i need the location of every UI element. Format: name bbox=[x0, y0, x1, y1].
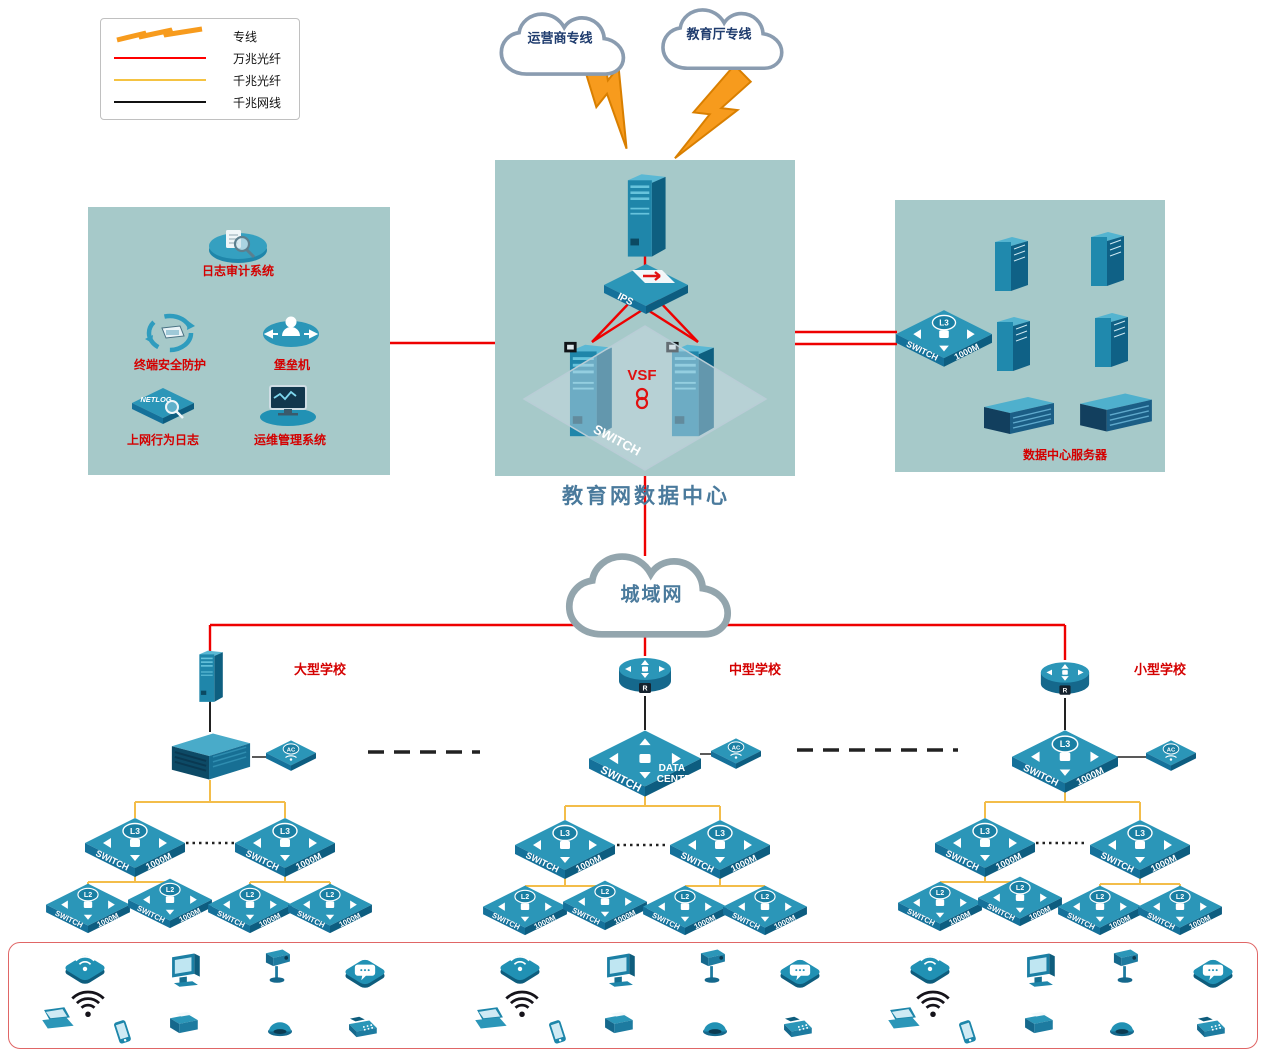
chat-icon bbox=[1185, 948, 1241, 996]
dome-camera-icon bbox=[268, 1022, 292, 1037]
ops-mgmt-label: 运维管理系统 bbox=[253, 433, 327, 447]
ptz-camera-icon bbox=[1113, 949, 1138, 983]
ips-device: IPS bbox=[604, 264, 688, 314]
yellow-line-sample bbox=[114, 79, 206, 81]
l3-switch bbox=[515, 818, 615, 880]
l2-switch bbox=[898, 880, 982, 932]
core-switch-data-center: SWITCH DATA CENTER bbox=[589, 730, 701, 797]
bastion-host-icon bbox=[262, 315, 320, 348]
fax-phone-icon bbox=[784, 1016, 812, 1038]
l3-switch bbox=[85, 816, 185, 878]
netlog-icon: NETLOG bbox=[132, 388, 194, 424]
data-center-label-2: CENTER bbox=[657, 774, 699, 785]
l2-switch bbox=[1058, 884, 1142, 936]
bastion-host-label: 堡垒机 bbox=[273, 358, 311, 372]
netlog-label: 上网行为日志 bbox=[126, 433, 200, 447]
black-line-sample bbox=[114, 101, 206, 103]
legend-label: 千兆光纤 bbox=[233, 73, 282, 88]
chat-icon bbox=[772, 948, 828, 996]
legend: 专线 万兆光纤 千兆光纤 千兆网线 bbox=[100, 18, 300, 120]
smartphone-icon bbox=[113, 1019, 132, 1045]
core-l3-switch bbox=[1012, 728, 1118, 794]
printer-icon bbox=[605, 1011, 633, 1034]
chat-icon bbox=[337, 948, 393, 996]
ops-mgmt-icon bbox=[259, 385, 317, 427]
data-center-label-1: DATA bbox=[659, 763, 686, 774]
l2-switch bbox=[1138, 884, 1222, 936]
l3-switch bbox=[670, 818, 770, 880]
medium-school-label: 中型学校 bbox=[728, 662, 782, 677]
terminal-security-icon bbox=[142, 310, 198, 356]
l2-switch bbox=[723, 884, 807, 936]
school-edge-server bbox=[199, 650, 223, 702]
carrier-cloud-label: 运营商专线 bbox=[527, 30, 593, 46]
desktop-icon bbox=[172, 953, 200, 987]
firewall-device bbox=[627, 174, 666, 257]
server-farm-label: 数据中心服务器 bbox=[1022, 448, 1108, 462]
core-chassis-switch bbox=[170, 732, 252, 781]
ptz-camera-icon bbox=[700, 949, 725, 983]
fax-phone-icon bbox=[1197, 1016, 1225, 1038]
dome-camera-icon bbox=[1110, 1022, 1134, 1037]
server-icon bbox=[994, 236, 1029, 292]
lightning-bolt-icon bbox=[671, 57, 756, 175]
ac-controller bbox=[265, 739, 317, 772]
smartphone-icon bbox=[958, 1019, 977, 1045]
l3-switch bbox=[1090, 818, 1190, 880]
l2-switch bbox=[643, 884, 727, 936]
l2-switch bbox=[46, 882, 130, 934]
vsf-fabric: VSF SWITCH bbox=[522, 325, 768, 471]
l2-switch bbox=[208, 882, 292, 934]
server-icon bbox=[1090, 231, 1125, 287]
printer-icon bbox=[1025, 1011, 1053, 1034]
legend-row-10g-fiber: 万兆光纤 bbox=[101, 47, 299, 69]
school-router bbox=[1040, 662, 1090, 695]
server-icon bbox=[996, 316, 1031, 372]
vsf-link-icon bbox=[635, 387, 649, 410]
l2-switch bbox=[978, 875, 1062, 927]
server-icon bbox=[1094, 312, 1129, 368]
legend-label: 千兆网线 bbox=[233, 95, 282, 110]
l2-switch bbox=[288, 882, 372, 934]
education-cloud-label: 教育厅专线 bbox=[686, 26, 752, 42]
legend-row-1g-fiber: 千兆光纤 bbox=[101, 69, 299, 91]
terminal-devices-strip bbox=[8, 942, 1258, 1049]
large-school-label: 大型学校 bbox=[293, 662, 347, 677]
storage-rack-icon bbox=[983, 396, 1055, 435]
desktop-icon bbox=[1027, 953, 1055, 987]
desktop-icon bbox=[607, 953, 635, 987]
fax-phone-icon bbox=[349, 1016, 377, 1038]
terminal-security-label: 终端安全防护 bbox=[133, 358, 207, 372]
netlog-badge: NETLOG bbox=[140, 395, 171, 404]
printer-icon bbox=[170, 1011, 198, 1034]
lightning-bolt-icon bbox=[116, 26, 203, 43]
vsf-label: VSF bbox=[627, 367, 656, 384]
dome-camera-icon bbox=[703, 1022, 727, 1037]
storage-rack-icon bbox=[1079, 392, 1153, 433]
red-line-sample bbox=[114, 57, 206, 59]
ac-controller bbox=[1145, 739, 1197, 772]
datacenter-switch bbox=[896, 308, 992, 368]
legend-row-dedicated: 专线 bbox=[101, 25, 299, 47]
small-school-label: 小型学校 bbox=[1133, 662, 1187, 677]
school-router bbox=[619, 658, 671, 693]
ac-controller bbox=[710, 737, 762, 770]
legend-label: 万兆光纤 bbox=[233, 51, 282, 66]
smartphone-icon bbox=[548, 1019, 567, 1045]
datacenter-title: 教育网数据中心 bbox=[562, 484, 730, 508]
legend-label: 专线 bbox=[233, 29, 258, 44]
ptz-camera-icon bbox=[265, 949, 290, 983]
log-audit-label: 日志审计系统 bbox=[201, 264, 275, 278]
l2-switch bbox=[563, 879, 647, 931]
core-server bbox=[666, 341, 714, 437]
l3-switch bbox=[935, 816, 1035, 878]
log-audit-icon bbox=[207, 228, 269, 265]
l2-switch bbox=[128, 877, 212, 929]
legend-row-1g-copper: 千兆网线 bbox=[101, 91, 299, 113]
l3-switch bbox=[235, 816, 335, 878]
l2-switch bbox=[483, 884, 567, 936]
core-server bbox=[564, 341, 612, 437]
man-cloud-label: 城域网 bbox=[620, 584, 684, 606]
